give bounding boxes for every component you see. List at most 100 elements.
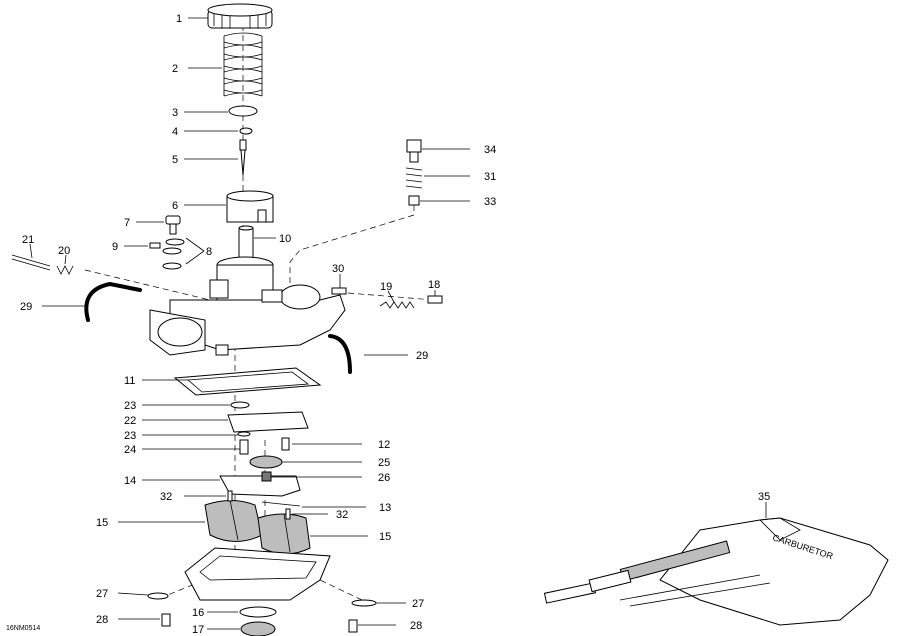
callout-5: 5 [172, 154, 238, 166]
part-plate [228, 105, 258, 117]
part-top-fitting [406, 139, 422, 163]
callout-24: 24 [124, 444, 240, 456]
part-spring [223, 32, 263, 97]
part-o-ring [230, 401, 250, 409]
callout-28-right: 28 [358, 620, 422, 632]
part-float-right [257, 513, 311, 555]
svg-text:17: 17 [192, 624, 204, 636]
callout-6: 6 [172, 200, 226, 212]
part-spring-31 [405, 167, 423, 189]
callout-1: 1 [176, 13, 208, 25]
figure-code: 16NM0514 [6, 625, 40, 632]
svg-text:4: 4 [172, 126, 178, 138]
part-hose-left [84, 281, 142, 322]
svg-text:27: 27 [412, 598, 424, 610]
part-throttle-slide [226, 190, 274, 223]
callout-21: 21 [22, 234, 34, 259]
svg-text:6: 6 [172, 200, 178, 212]
callout-7: 7 [124, 217, 164, 229]
part-screw-28b [348, 619, 358, 633]
part-jet [281, 437, 290, 451]
callout-29-right: 29 [364, 350, 428, 362]
callouts: 1 2 3 4 5 6 7 8 9 10 11 12 13 14 15 15 1… [20, 13, 770, 636]
svg-text:28: 28 [96, 614, 108, 626]
svg-text:24: 24 [124, 444, 136, 456]
svg-text:13: 13 [379, 502, 391, 514]
svg-text:28: 28 [410, 620, 422, 632]
svg-text:9: 9 [112, 241, 118, 253]
svg-text:34: 34 [484, 144, 496, 156]
callout-15-right: 15 [310, 531, 391, 543]
callout-35: 35 [758, 491, 770, 518]
part-plate-22 [227, 411, 309, 433]
callout-28-left: 28 [96, 614, 160, 626]
callout-16: 16 [192, 607, 238, 619]
callout-13: 13 [302, 502, 391, 514]
svg-text:31: 31 [484, 171, 496, 183]
part-jet-holder [249, 455, 283, 469]
callout-2: 2 [172, 63, 222, 75]
svg-text:16: 16 [192, 607, 204, 619]
part-fitting [238, 225, 254, 259]
part-tool-kit: CARBURETOR [543, 517, 889, 626]
callout-29-left: 29 [20, 301, 86, 313]
callout-12: 12 [292, 439, 390, 451]
callout-14: 14 [124, 475, 220, 487]
svg-text:32: 32 [336, 509, 348, 521]
svg-text:27: 27 [96, 588, 108, 600]
svg-text:29: 29 [20, 301, 32, 313]
svg-text:20: 20 [58, 245, 70, 257]
part-nut [261, 471, 272, 482]
callout-19: 19 [380, 281, 395, 303]
part-bracket-27b [351, 599, 377, 607]
callout-27-right: 27 [376, 598, 424, 610]
part-needle [239, 139, 247, 176]
svg-text:26: 26 [378, 472, 390, 484]
svg-text:23: 23 [124, 430, 136, 442]
callout-26: 26 [271, 472, 390, 484]
svg-text:23: 23 [124, 400, 136, 412]
svg-text:18: 18 [428, 279, 440, 291]
svg-text:8: 8 [206, 246, 212, 258]
svg-text:29: 29 [416, 350, 428, 362]
part-o-ring-16 [239, 606, 277, 618]
part-float-left [204, 499, 263, 542]
svg-text:21: 21 [22, 234, 34, 246]
part-screw [165, 215, 181, 235]
callout-31: 31 [424, 171, 496, 183]
part-bracket-27a [147, 592, 169, 600]
callout-3: 3 [172, 107, 228, 119]
callout-20: 20 [58, 245, 70, 265]
part-pin-32b [285, 508, 291, 520]
callout-4: 4 [172, 126, 238, 138]
svg-text:25: 25 [378, 457, 390, 469]
svg-text:1: 1 [176, 13, 182, 25]
part-clip [239, 127, 253, 135]
callout-17: 17 [192, 624, 240, 636]
callout-33: 33 [420, 196, 496, 208]
callout-9: 9 [112, 241, 148, 253]
part-pin [261, 501, 301, 507]
part-fitting-33 [408, 195, 420, 206]
svg-text:32: 32 [160, 491, 172, 503]
callout-23-a: 23 [124, 400, 230, 412]
svg-text:35: 35 [758, 491, 770, 503]
callout-8: 8 [185, 237, 212, 265]
part-screw-28a [161, 613, 171, 627]
callout-10: 10 [254, 233, 291, 245]
part-pin-32a [227, 490, 233, 502]
svg-text:12: 12 [378, 439, 390, 451]
callout-23-b: 23 [124, 430, 238, 442]
svg-text:14: 14 [124, 475, 136, 487]
svg-text:33: 33 [484, 196, 496, 208]
part-plug [240, 621, 276, 636]
part-needle-valve [239, 439, 249, 455]
part-screw-30 [331, 287, 347, 295]
svg-text:11: 11 [124, 375, 135, 387]
part-o-ring-small [237, 431, 251, 437]
callout-27-left: 27 [96, 588, 149, 600]
svg-text:2: 2 [172, 63, 178, 75]
svg-text:15: 15 [96, 517, 108, 529]
svg-text:7: 7 [124, 217, 130, 229]
